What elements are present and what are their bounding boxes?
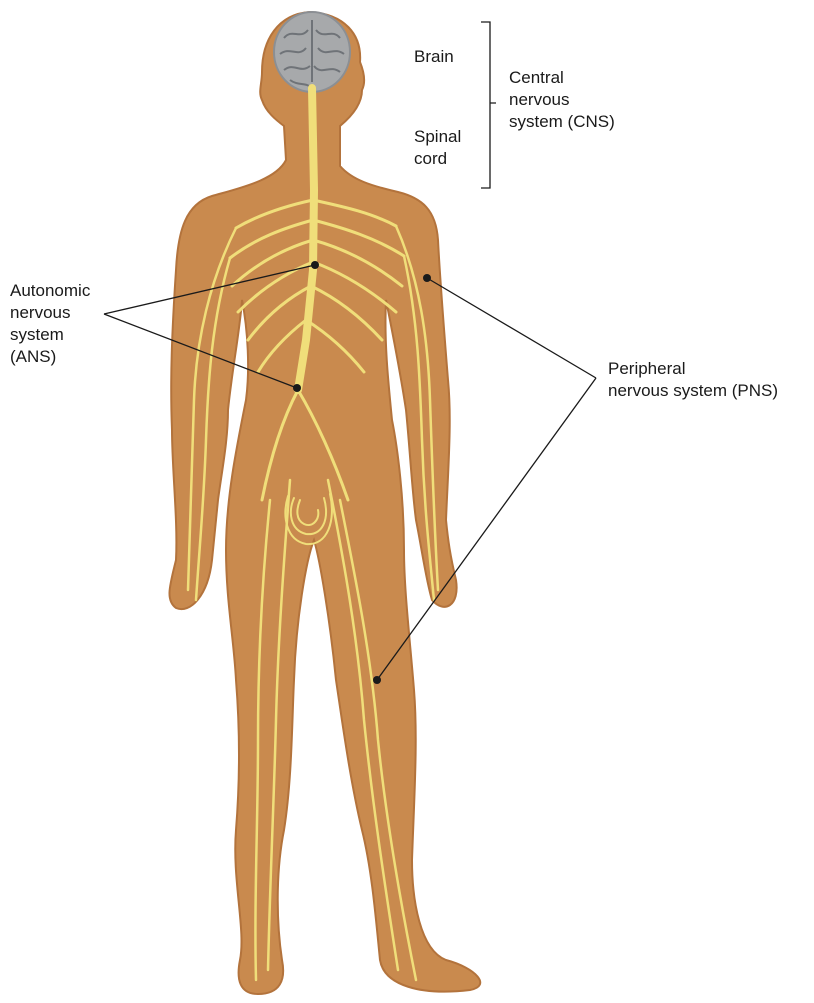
pns-leader-1 [427,278,596,378]
pns-dot-1 [423,274,431,282]
pns-label: Peripheral nervous system (PNS) [608,358,778,402]
brain-label: Brain [414,46,454,68]
cns-label: Central nervous system (CNS) [509,67,615,133]
ans-label: Autonomic nervous system (ANS) [10,280,90,368]
ans-dot-1 [311,261,319,269]
cns-bracket [481,22,496,188]
pns-dot-2 [373,676,381,684]
ans-dot-2 [293,384,301,392]
brain-graphic [274,12,350,92]
spinal-cord-label: Spinal cord [414,126,461,170]
